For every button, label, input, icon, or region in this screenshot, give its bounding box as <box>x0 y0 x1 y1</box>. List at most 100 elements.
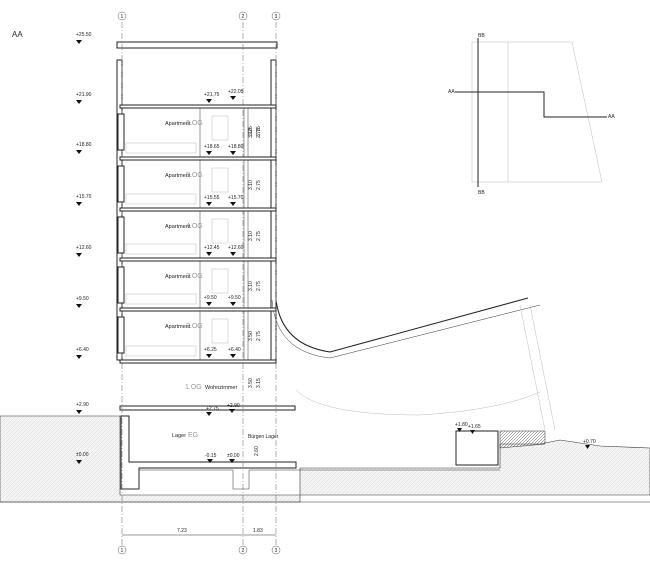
shaft-wall <box>243 107 249 158</box>
shaft-wall <box>243 260 249 309</box>
key-bb-bottom: BB <box>478 190 485 196</box>
level-label: +18.80 <box>76 142 92 148</box>
first-floor-storey: 1.OG <box>185 384 202 391</box>
window <box>117 266 125 304</box>
floor-dim-a: 3.10 <box>248 231 254 241</box>
canopy <box>271 297 556 431</box>
storey-label: 3.OG <box>186 273 203 280</box>
level-marker-icon <box>76 355 82 359</box>
floor-dim-a: 3.50 <box>248 331 254 341</box>
floor-level-b: +15.70 <box>228 195 244 201</box>
storey-label: 5.OG <box>186 172 203 179</box>
floor-level-b: +18.80 <box>228 144 244 150</box>
floor-dim-a: 3.10 <box>248 180 254 190</box>
door <box>211 115 229 141</box>
floor-level-b: +9.50 <box>228 295 241 301</box>
window <box>117 216 125 254</box>
top-level-a: +21.75 <box>204 92 220 98</box>
grid-axis-label: 2 <box>242 14 245 20</box>
ground-floor-level-b: ±0.00 <box>227 453 240 459</box>
grid-axis-label: 2 <box>242 548 245 554</box>
furniture <box>125 193 197 205</box>
bottom-dim-2: 1.83 <box>253 528 263 534</box>
floor-dim-a: 3.10 <box>248 128 254 138</box>
level-marker-icon <box>76 253 82 257</box>
grid-axis-label: 3 <box>275 14 278 20</box>
right-level-1: +1.80 <box>455 422 468 428</box>
furniture <box>125 142 197 154</box>
room-name: Apartment <box>165 121 191 127</box>
level-label: +21.90 <box>76 92 92 98</box>
floor-slab <box>119 207 277 212</box>
key-bb-top: BB <box>478 33 485 39</box>
level-marker-icon <box>206 354 236 358</box>
door <box>211 167 229 193</box>
grid-axis-bubble <box>117 11 127 21</box>
grid-axis-bubble <box>238 545 248 555</box>
level-label: +15.70 <box>76 194 92 200</box>
level-marker-icon <box>76 202 82 206</box>
first-floor-room: Wohnzimmer <box>205 385 237 391</box>
level-label: +2.90 <box>76 402 89 408</box>
level-label: +6.40 <box>76 347 89 353</box>
grid-axis-bubble <box>271 545 281 555</box>
level-marker-icon <box>206 252 236 256</box>
level-label: +25.50 <box>76 32 92 38</box>
floor-level-a: +15.55 <box>204 195 220 201</box>
floor-level-a: +18.65 <box>204 144 220 150</box>
level-marker-icon <box>76 460 82 464</box>
storey-label: 6.OG <box>186 120 203 127</box>
first-floor-dim-b: 3.15 <box>256 378 262 388</box>
floor-level-a: +6.25 <box>204 347 217 353</box>
floor-level-a: +12.45 <box>204 245 220 251</box>
grid-axis-label: 1 <box>121 548 124 554</box>
furniture <box>125 293 197 305</box>
side-room-label: Bürgen Lager <box>248 434 279 440</box>
level-marker-icon <box>76 150 82 154</box>
floor-slab <box>119 257 277 262</box>
level-marker-icon <box>76 410 82 414</box>
floor-dim-b: 2.75 <box>256 281 262 291</box>
floor-level-b: +6.40 <box>228 347 241 353</box>
key-aa-right: AA <box>608 114 615 120</box>
shaft-wall <box>243 310 249 361</box>
right-level-3: +0.70 <box>583 439 596 445</box>
floor-dim-b: 2.75 <box>256 128 262 138</box>
room-name: Apartment <box>165 324 191 330</box>
right-level-2: +1.65 <box>468 424 481 430</box>
window <box>117 165 125 203</box>
door <box>211 268 229 294</box>
ground-floor-room: Lager <box>172 433 186 439</box>
floor-level-a: +9.50 <box>204 295 217 301</box>
grid-axis-label: 1 <box>121 14 124 20</box>
storey-label: 4.OG <box>186 223 203 230</box>
door <box>211 218 229 244</box>
level-label: +12.60 <box>76 245 92 251</box>
level-marker-icons <box>457 428 590 449</box>
level-marker-icon <box>76 304 82 308</box>
grid-axis-bubble <box>271 11 281 21</box>
level-label: +9.50 <box>76 296 89 302</box>
floor-slab <box>119 156 277 161</box>
top-level-b: +22.05 <box>228 89 244 95</box>
grid-axis-bubble <box>238 11 248 21</box>
floor-dim-a: 3.10 <box>248 281 254 291</box>
key-plan: BB BB AA AA <box>448 33 615 196</box>
floor-slab <box>119 359 277 364</box>
room-name: Apartment <box>165 173 191 179</box>
window <box>117 316 125 354</box>
storey-label: 2.OG <box>186 323 203 330</box>
window <box>117 113 125 151</box>
first-floor-level-a: +2.75 <box>206 406 219 412</box>
floor-slab <box>119 307 277 312</box>
level-marker-icon <box>206 202 236 206</box>
key-aa-left: AA <box>448 89 455 95</box>
floor-dim-b: 2.75 <box>256 231 262 241</box>
section-title: AA <box>12 30 23 39</box>
ground-floor-storey: EG <box>188 432 198 439</box>
ground-floor-level-a: -0.15 <box>205 453 217 459</box>
top-dim-b: 2.75 <box>256 126 262 136</box>
level-label: ±0.00 <box>76 452 89 458</box>
